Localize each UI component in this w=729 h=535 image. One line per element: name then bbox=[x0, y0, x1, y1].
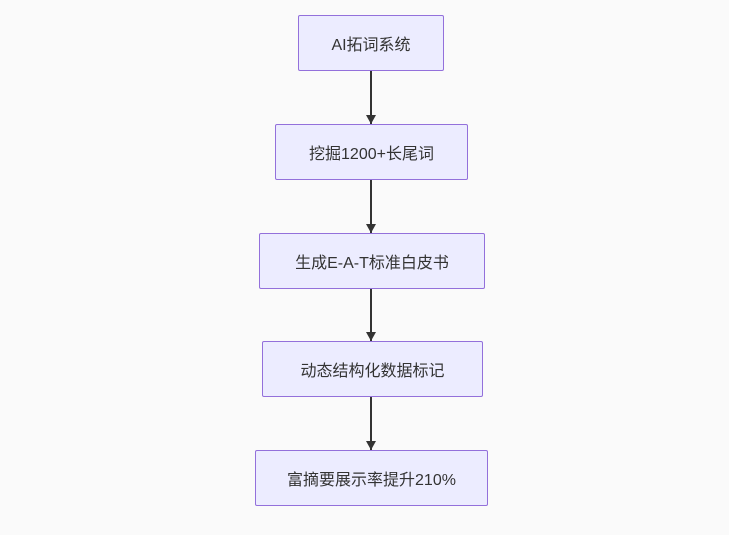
arrow-head-icon bbox=[366, 224, 376, 233]
arrow-head-icon bbox=[366, 441, 376, 450]
arrow-line bbox=[370, 289, 372, 341]
arrow-line bbox=[370, 71, 372, 124]
flowchart-node-longtail-keywords: 挖掘1200+长尾词 bbox=[275, 124, 468, 180]
arrow-head-icon bbox=[366, 115, 376, 124]
arrow-head-icon bbox=[366, 332, 376, 341]
flowchart-node-eat-whitepaper: 生成E-A-T标准白皮书 bbox=[259, 233, 485, 289]
flowchart-node-structured-data: 动态结构化数据标记 bbox=[262, 341, 483, 397]
arrow-line bbox=[370, 180, 372, 233]
arrow-line bbox=[370, 397, 372, 450]
flowchart-node-ai-system: AI拓词系统 bbox=[298, 15, 444, 71]
flowchart-node-rich-snippet-result: 富摘要展示率提升210% bbox=[255, 450, 488, 506]
